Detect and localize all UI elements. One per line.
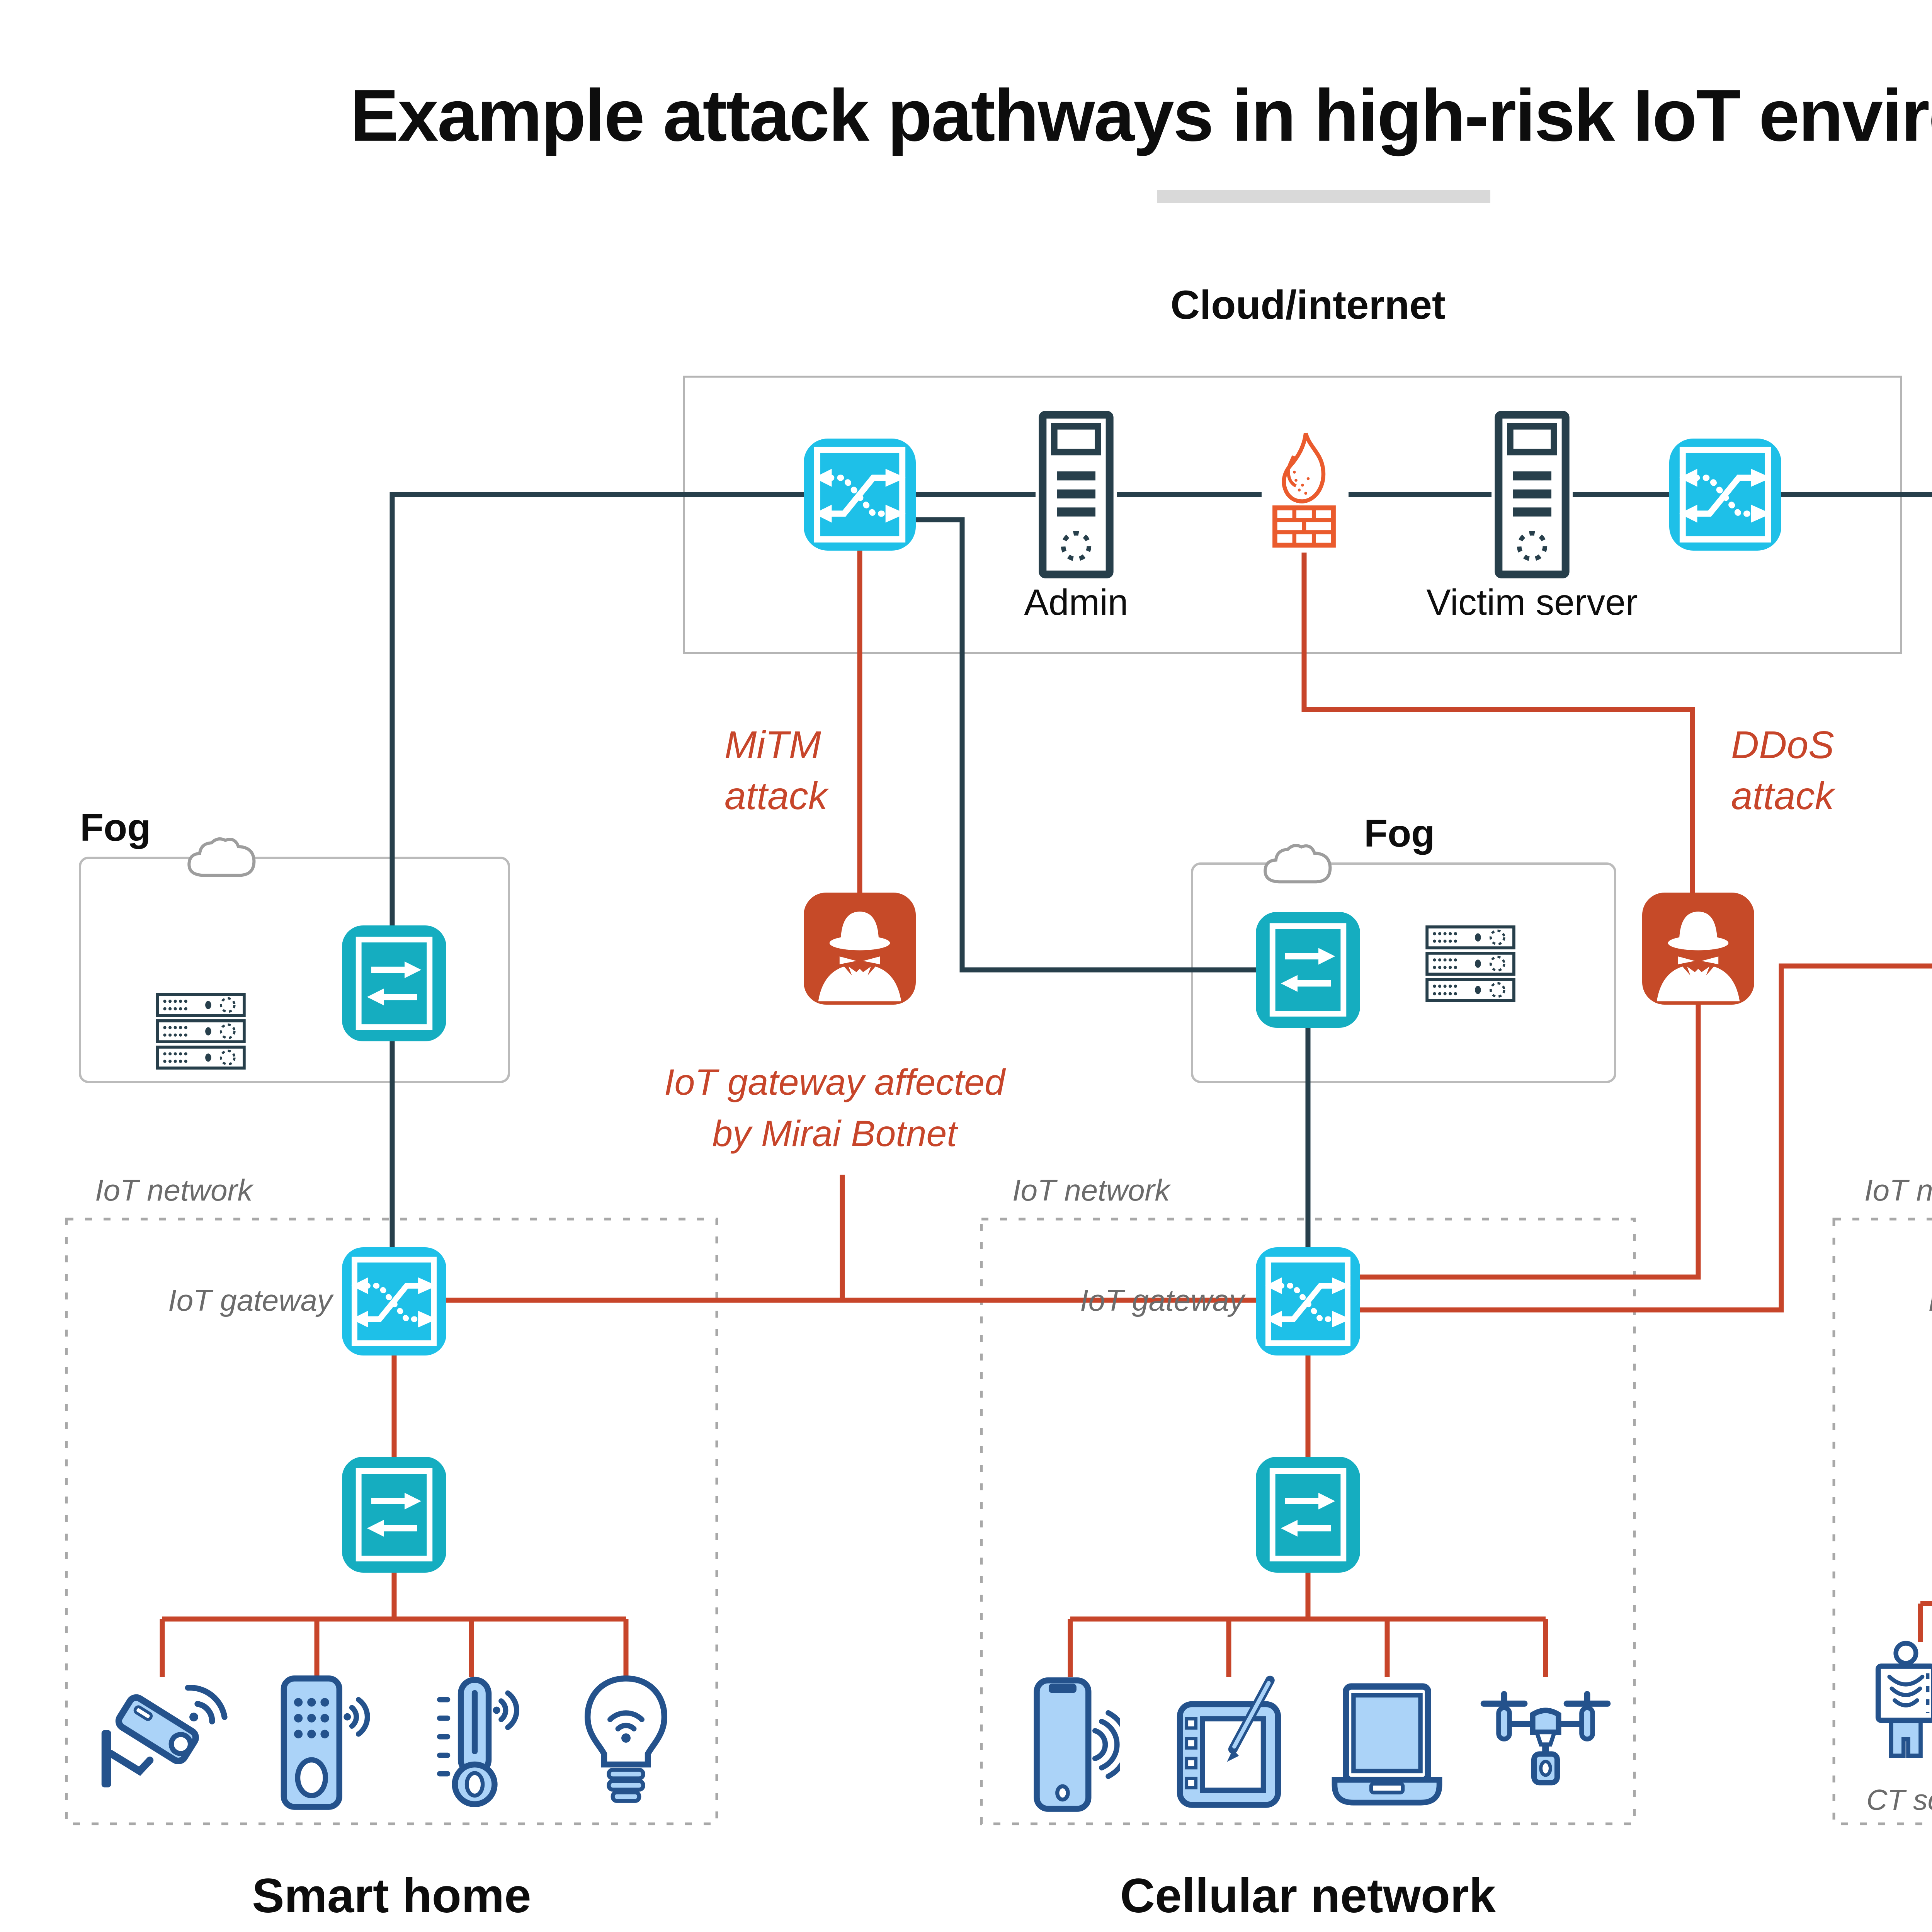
firewall-icon <box>1264 429 1345 549</box>
router-icon-cloud-left <box>804 439 916 551</box>
mitm-attack-label: MiTM attack <box>724 719 828 821</box>
iot-network-box-smart-home <box>65 1218 718 1825</box>
iot-network-box-cellular <box>980 1218 1636 1825</box>
ddos-attack-line2: attack <box>1731 774 1834 818</box>
fog-zone-box-middle <box>1191 862 1616 1083</box>
mitm-attacker-icon <box>804 893 916 1005</box>
title-underline <box>1157 190 1490 203</box>
drone-icon <box>1474 1689 1617 1804</box>
ct-scan-label: CT scan <box>1866 1784 1932 1816</box>
fog-server-icon <box>1425 952 1516 976</box>
ddos-attack-line1: DDoS <box>1731 723 1834 767</box>
security-camera-icon <box>93 1673 232 1812</box>
mirai-botnet-note: IoT gateway affected by Mirai Botnet <box>580 1057 1090 1160</box>
switch-icon-cellular <box>1256 1457 1360 1573</box>
cloud-zone-label: Cloud/internet <box>1170 282 1446 328</box>
fog-label-left: Fog <box>80 806 151 849</box>
switch-icon-fog-left <box>342 925 446 1041</box>
victim-server-label: Victim server <box>1426 582 1638 623</box>
switch-icon-fog-middle <box>1256 912 1360 1028</box>
mirai-note-line2: by Mirai Botnet <box>712 1113 957 1154</box>
smartphone-icon <box>1021 1675 1120 1814</box>
iot-network-label-healthcare: IoT network <box>1864 1173 1932 1207</box>
laptop-icon <box>1321 1679 1453 1811</box>
iot-gateway-icon-smart-home <box>342 1247 446 1355</box>
iot-gateway-label-smart-home: IoT gateway <box>168 1283 332 1317</box>
smart-bulb-icon <box>573 1673 679 1812</box>
attack-links-red <box>160 551 1932 1677</box>
fog-cloud-icon-middle <box>1258 839 1339 889</box>
ddos-attacker-icon <box>1642 893 1754 1005</box>
mitm-attack-line2: attack <box>724 774 828 818</box>
ct-scanner-icon <box>1862 1640 1932 1764</box>
fog-label-middle: Fog <box>1364 812 1435 855</box>
fog-zone-box-left <box>79 857 510 1083</box>
iot-gateway-icon-cellular <box>1256 1247 1360 1355</box>
fog-server-icon <box>1425 978 1516 1002</box>
fog-server-icon <box>155 1046 246 1070</box>
ddos-attack-label: DDoS attack <box>1731 719 1834 821</box>
router-icon-cloud-right <box>1669 439 1781 551</box>
fog-server-icon <box>155 993 246 1017</box>
caption-cellular-network: Cellular network <box>1120 1869 1496 1923</box>
iot-network-label-cellular: IoT network <box>1012 1173 1170 1207</box>
iot-network-box-healthcare <box>1832 1218 1932 1825</box>
iot-network-label-smart-home: IoT network <box>95 1173 253 1207</box>
fog-server-icon <box>1425 925 1516 949</box>
switch-icon-smart-home <box>342 1457 446 1573</box>
fog-cloud-icon-left <box>182 833 263 883</box>
page-title: Example attack pathways in high-risk IoT… <box>350 75 1932 156</box>
admin-label: Admin <box>1024 582 1128 623</box>
cloud-zone-box <box>683 376 1902 654</box>
smart-thermometer-icon <box>418 1673 524 1812</box>
caption-smart-home: Smart home <box>252 1869 531 1923</box>
iot-gateway-label-healthcare: IoT gateway <box>1876 1283 1932 1318</box>
tablet-stylus-icon <box>1163 1675 1295 1814</box>
caption-healthcare-network: Healthcare network <box>1834 1868 1932 1923</box>
victim-server-icon <box>1493 408 1571 582</box>
fog-server-icon <box>155 1019 246 1043</box>
mitm-attack-line1: MiTM <box>724 723 821 767</box>
iot-gateway-label-cellular: IoT gateway <box>1080 1283 1244 1317</box>
smart-remote-icon <box>264 1673 370 1812</box>
admin-server-icon <box>1037 408 1115 582</box>
mirai-note-line1: IoT gateway affected <box>664 1062 1005 1103</box>
